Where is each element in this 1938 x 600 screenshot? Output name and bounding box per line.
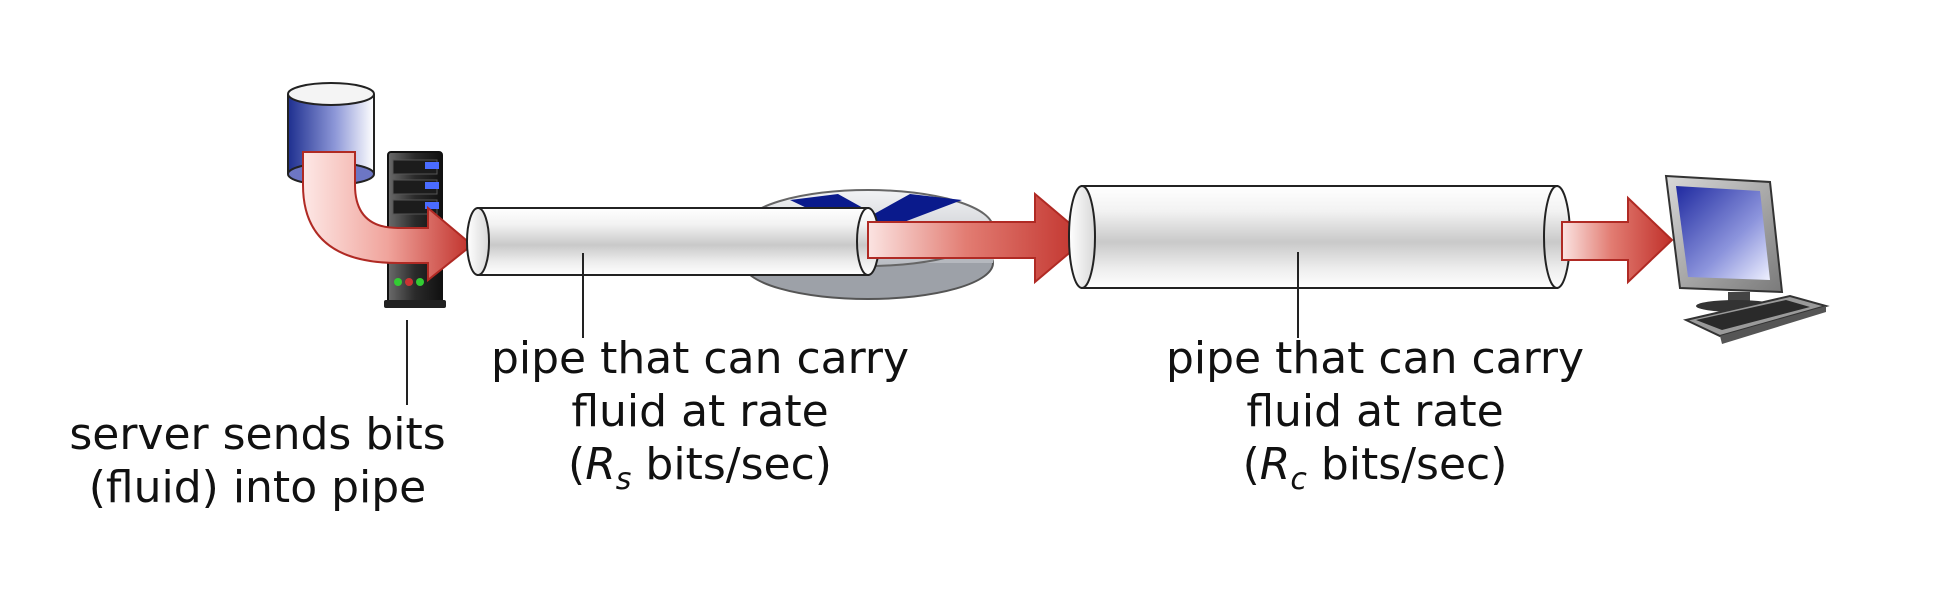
pipe-rc-rate: (Rc bits/sec)	[1150, 438, 1600, 495]
pipe-rc-label: pipe that can carry fluid at rate (Rc bi…	[1150, 332, 1600, 495]
desktop-computer-icon	[1664, 174, 1830, 344]
server-flow-arrow	[302, 151, 474, 283]
server-label: server sends bits (fluid) into pipe	[50, 408, 465, 514]
pipe-rs-rate-unit: bits/sec)	[631, 439, 832, 490]
pipe-rc	[1068, 185, 1571, 289]
pipe-rs-label-line2: fluid at rate	[571, 386, 829, 437]
server-label-line2: (fluid) into pipe	[88, 462, 427, 513]
link-flow-arrow-2	[1561, 195, 1674, 285]
pipe-rc-label-line2: fluid at rate	[1246, 386, 1504, 437]
link-flow-arrow-1	[867, 191, 1089, 285]
pipe-rs-label: pipe that can carry fluid at rate (Rs bi…	[475, 332, 925, 495]
pipe-rc-rate-symbol: R	[1259, 439, 1291, 490]
pipe-rc-label-line1: pipe that can carry	[1165, 333, 1585, 384]
pipe-rc-rate-subscript: c	[1290, 462, 1307, 497]
pipe-rs-rate-subscript: s	[615, 462, 632, 497]
server-label-line1: server sends bits	[69, 409, 446, 460]
pipe-rc-rate-unit: bits/sec)	[1306, 439, 1508, 490]
pipe-rs	[466, 207, 880, 276]
pipe-rc-rate-open: (	[1242, 439, 1260, 490]
pipe-rs-label-line1: pipe that can carry	[490, 333, 910, 384]
pipe-rs-rate-open: (	[568, 439, 586, 490]
pipe-rs-rate-symbol: R	[585, 439, 616, 490]
pipe-rs-rate: (Rs bits/sec)	[475, 438, 925, 495]
